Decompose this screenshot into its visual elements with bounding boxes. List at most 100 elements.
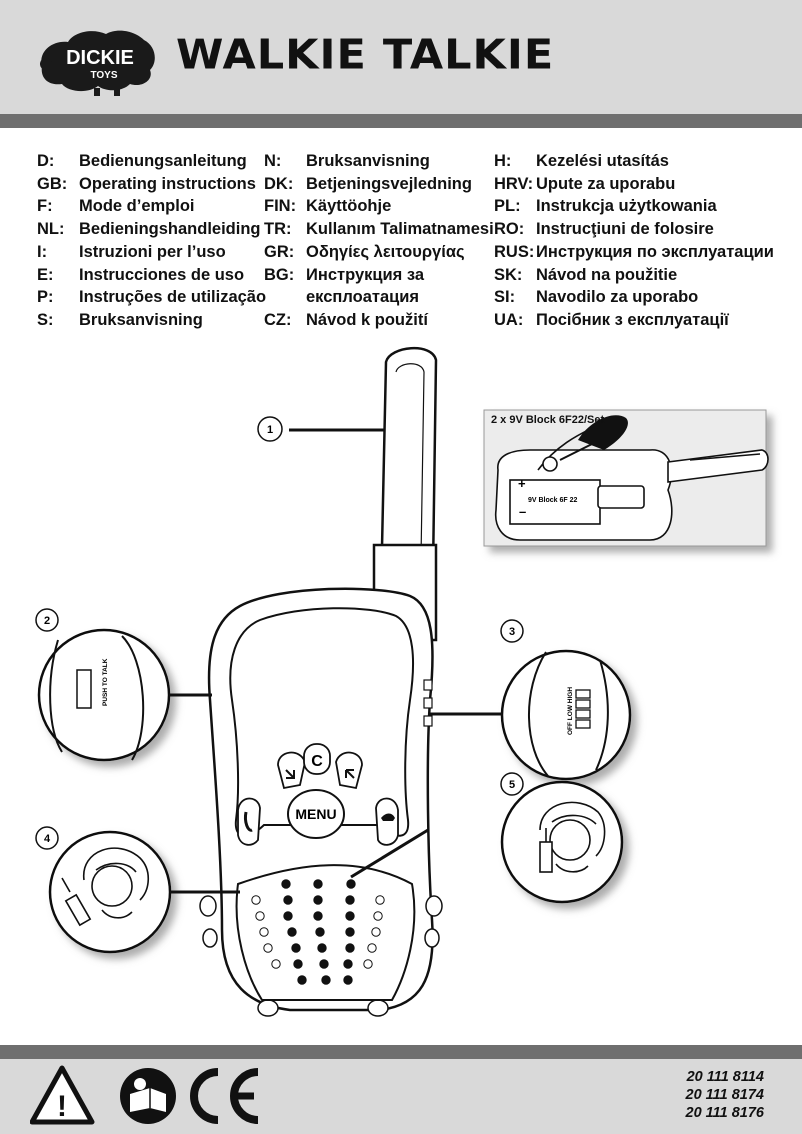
language-item: RUS:Инструкция по эксплуатации	[494, 242, 774, 261]
logo-brand: DICKIE	[66, 47, 134, 69]
language-column-3: H:Kezelési utasítás HRV:Upute za uporabu…	[494, 150, 774, 332]
header-divider	[0, 114, 802, 128]
speaker-hole	[346, 879, 356, 889]
language-item: F:Mode d’emploi	[37, 197, 195, 216]
language-item: S:Bruksanvisning	[37, 310, 203, 329]
phone-call-icon	[244, 811, 253, 832]
language-item: DK:Betjeningsvejledning	[264, 174, 472, 193]
language-item: CZ:Návod k použití	[264, 310, 428, 329]
callout-4	[35, 826, 59, 850]
battery-label: 9V Block 6F 22	[528, 497, 578, 504]
footer-divider	[0, 1045, 802, 1059]
language-item: TR:Kullanım Talimatnamesi	[264, 220, 494, 239]
speaker-holes	[251, 879, 385, 985]
svg-text:5: 5	[509, 779, 515, 791]
speaker-hole	[283, 895, 293, 905]
speaker-hole	[345, 927, 355, 937]
speaker-hole	[259, 927, 269, 937]
callout-1	[257, 416, 283, 442]
speaker-hole	[315, 927, 325, 937]
language-item: BG:Инструкция за	[264, 265, 425, 284]
speaker-hole	[251, 895, 261, 905]
callout-2	[35, 608, 59, 632]
phone-hangup-icon	[381, 813, 395, 821]
speaker-hole	[373, 911, 383, 921]
battery-minus: –	[519, 504, 526, 519]
speaker-hole	[321, 975, 331, 985]
article-number: 20 111 8114	[686, 1069, 764, 1085]
language-item: H:Kezelési utasítás	[494, 152, 669, 170]
article-number: 20 111 8174	[685, 1087, 764, 1103]
callout-5	[500, 772, 524, 796]
battery-plus: +	[518, 476, 526, 491]
speaker-hole	[313, 895, 323, 905]
speaker-hole	[371, 927, 381, 937]
keypad	[237, 743, 399, 846]
c-button-label: C	[311, 753, 323, 770]
svg-text:OFF LOW HIGH: OFF LOW HIGH	[567, 687, 574, 735]
language-item: GR:Οδηγίες λειτουργίας	[264, 242, 465, 261]
speaker-hole	[343, 959, 353, 969]
arrow-down-icon	[285, 769, 295, 779]
switch-detail	[500, 649, 632, 781]
svg-text:PUSH TO TALK: PUSH TO TALK	[102, 658, 109, 706]
speaker-hole	[291, 943, 301, 953]
page-title: WALKIE TALKIE	[176, 31, 555, 79]
language-column-2: N:Bruksanvisning DK:Betjeningsvejledning…	[264, 150, 494, 332]
speaker-hole	[317, 943, 327, 953]
language-item: експлоатация	[306, 288, 420, 307]
svg-text:3: 3	[509, 626, 515, 638]
child-talking-icon	[539, 801, 606, 873]
speaker-hole	[283, 911, 293, 921]
volume-switch	[575, 689, 591, 729]
child-listening-detail	[48, 830, 172, 954]
speaker-hole	[343, 975, 353, 985]
speaker-hole	[345, 895, 355, 905]
speaker-hole	[281, 879, 291, 889]
svg-text:1: 1	[267, 424, 273, 436]
battery-compartment	[494, 423, 769, 541]
ce-mark-icon	[190, 1068, 259, 1124]
dickie-toys-logo: DICKIE TOYS	[40, 30, 155, 96]
screwdriver-icon	[559, 415, 628, 461]
speaker-hole	[293, 959, 303, 969]
warning-icon: !	[30, 1065, 95, 1125]
speaker-hole	[297, 975, 307, 985]
article-numbers: 20 111 8114 20 111 8174 20 111 8176	[686, 1068, 764, 1122]
speaker-hole	[345, 943, 355, 953]
language-item: D:Bedienungsanleitung	[37, 152, 247, 170]
speaker-hole	[375, 895, 385, 905]
speaker-hole	[313, 911, 323, 921]
ptt-button	[76, 669, 92, 709]
logo-sub: TOYS	[90, 70, 117, 81]
speaker-hole	[319, 959, 329, 969]
language-item: SK:Návod na použitie	[494, 265, 678, 284]
svg-text:2: 2	[44, 615, 50, 627]
callout-3	[500, 619, 524, 643]
language-item: SI:Navodilo za uporabo	[494, 288, 699, 307]
language-item: E:Instrucciones de uso	[37, 265, 245, 284]
speaker-hole	[255, 911, 265, 921]
speaker-hole	[345, 911, 355, 921]
speaker-hole	[313, 879, 323, 889]
speaker-hole	[363, 959, 373, 969]
article-number: 20 111 8176	[685, 1105, 764, 1121]
language-item: RO:Instrucţiuni de folosire	[494, 220, 714, 239]
arrow-up-icon	[345, 769, 355, 779]
language-item: PL:Instrukcja użytkowania	[494, 197, 717, 216]
language-item: FIN:Käyttöohje	[264, 197, 392, 216]
footer-icons: !	[30, 1065, 259, 1125]
speaker-hole	[263, 943, 273, 953]
language-item: NL:Bedieningshandleiding	[37, 220, 261, 239]
speaker-hole	[271, 959, 281, 969]
battery-title: 2 x 9V Block 6F22/Set	[491, 414, 605, 426]
speaker-hole	[367, 943, 377, 953]
language-item: N:Bruksanvisning	[264, 152, 430, 170]
child-listening-icon	[61, 847, 150, 927]
menu-button-label: MENU	[295, 806, 336, 822]
speaker-hole	[287, 927, 297, 937]
child-talking-detail	[500, 780, 624, 904]
language-item: HRV:Upute za uporabu	[494, 174, 676, 193]
language-item: P:Instruções de utilização	[37, 288, 267, 307]
